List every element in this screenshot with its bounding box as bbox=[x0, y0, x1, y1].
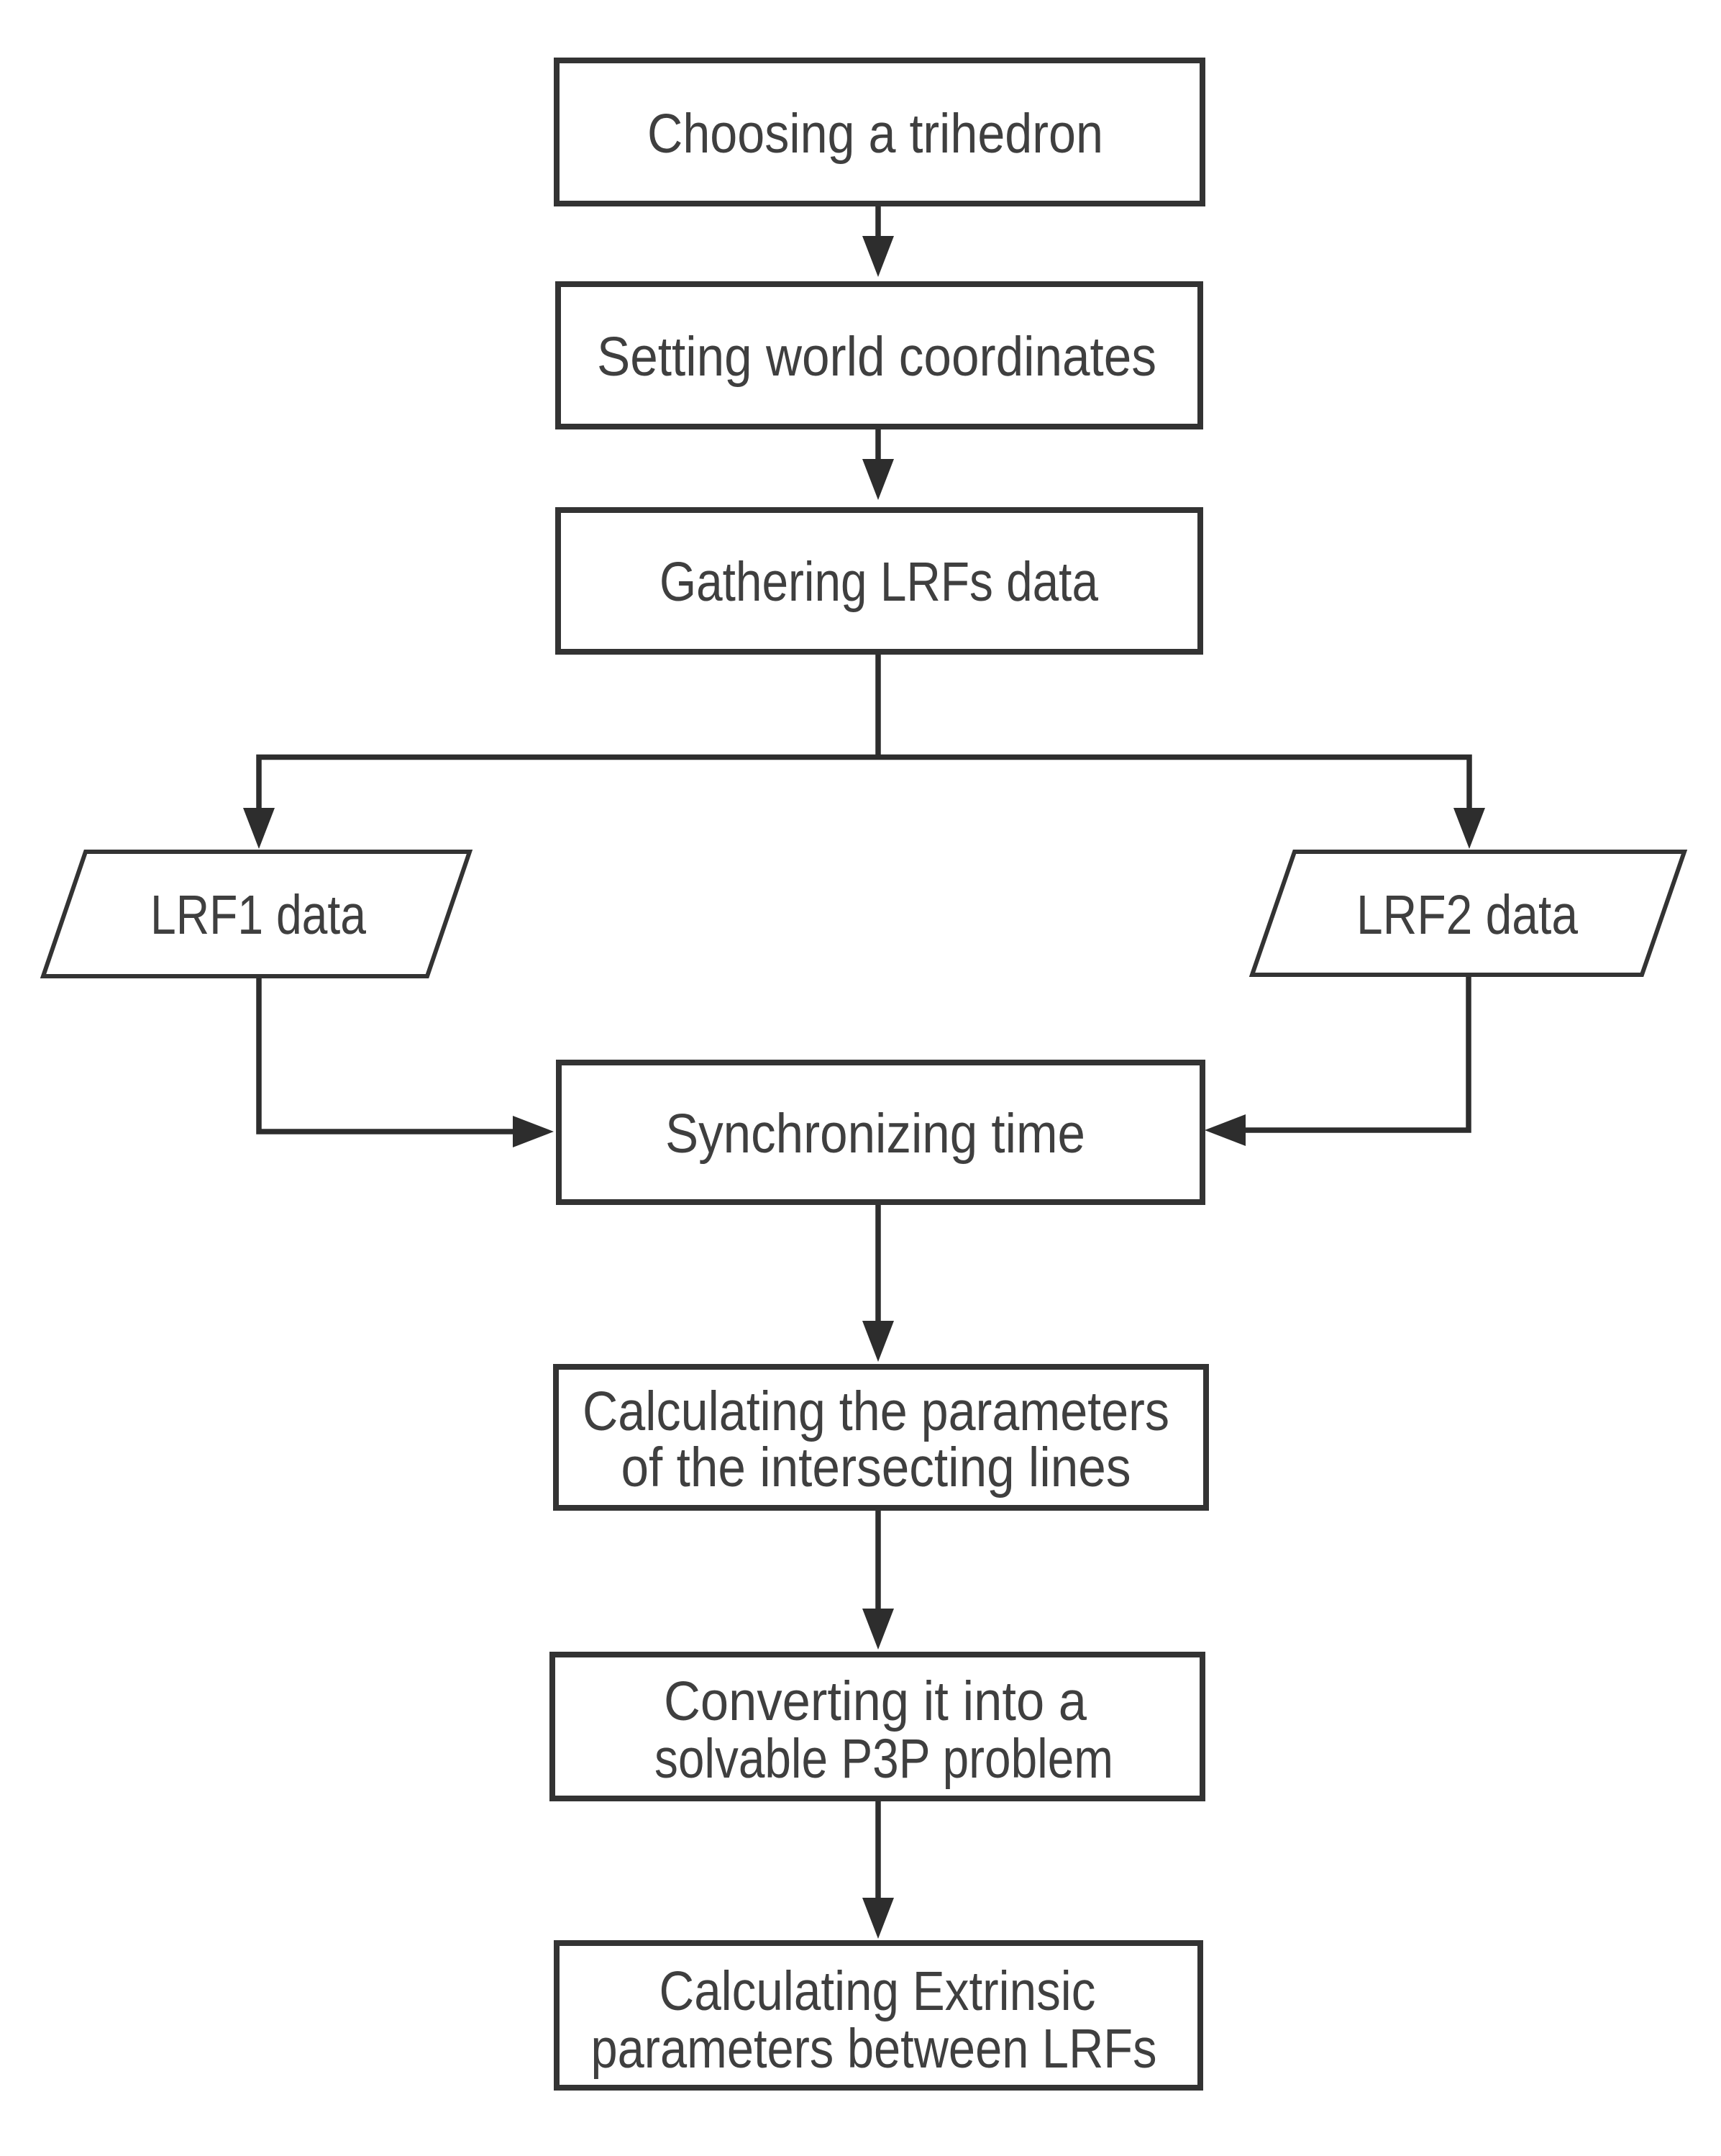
svg-text:Gathering LRFs data: Gathering LRFs data bbox=[659, 551, 1098, 613]
svg-text:LRF2 data: LRF2 data bbox=[1356, 884, 1578, 946]
svg-text:Setting world coordinates: Setting world coordinates bbox=[597, 326, 1156, 388]
svg-text:Converting it into a: Converting it into a bbox=[664, 1670, 1087, 1732]
svg-text:Synchronizing time: Synchronizing time bbox=[665, 1103, 1085, 1165]
svg-text:of the intersecting lines: of the intersecting lines bbox=[621, 1437, 1131, 1498]
svg-text:LRF1 data: LRF1 data bbox=[150, 884, 366, 946]
svg-text:Choosing a trihedron: Choosing a trihedron bbox=[647, 103, 1103, 165]
svg-text:solvable P3P problem: solvable P3P problem bbox=[654, 1728, 1113, 1790]
svg-text:Calculating the parameters: Calculating the parameters bbox=[583, 1381, 1169, 1442]
svg-text:parameters between LRFs: parameters between LRFs bbox=[591, 2018, 1157, 2080]
svg-text:Calculating Extrinsic: Calculating Extrinsic bbox=[659, 1960, 1096, 2022]
